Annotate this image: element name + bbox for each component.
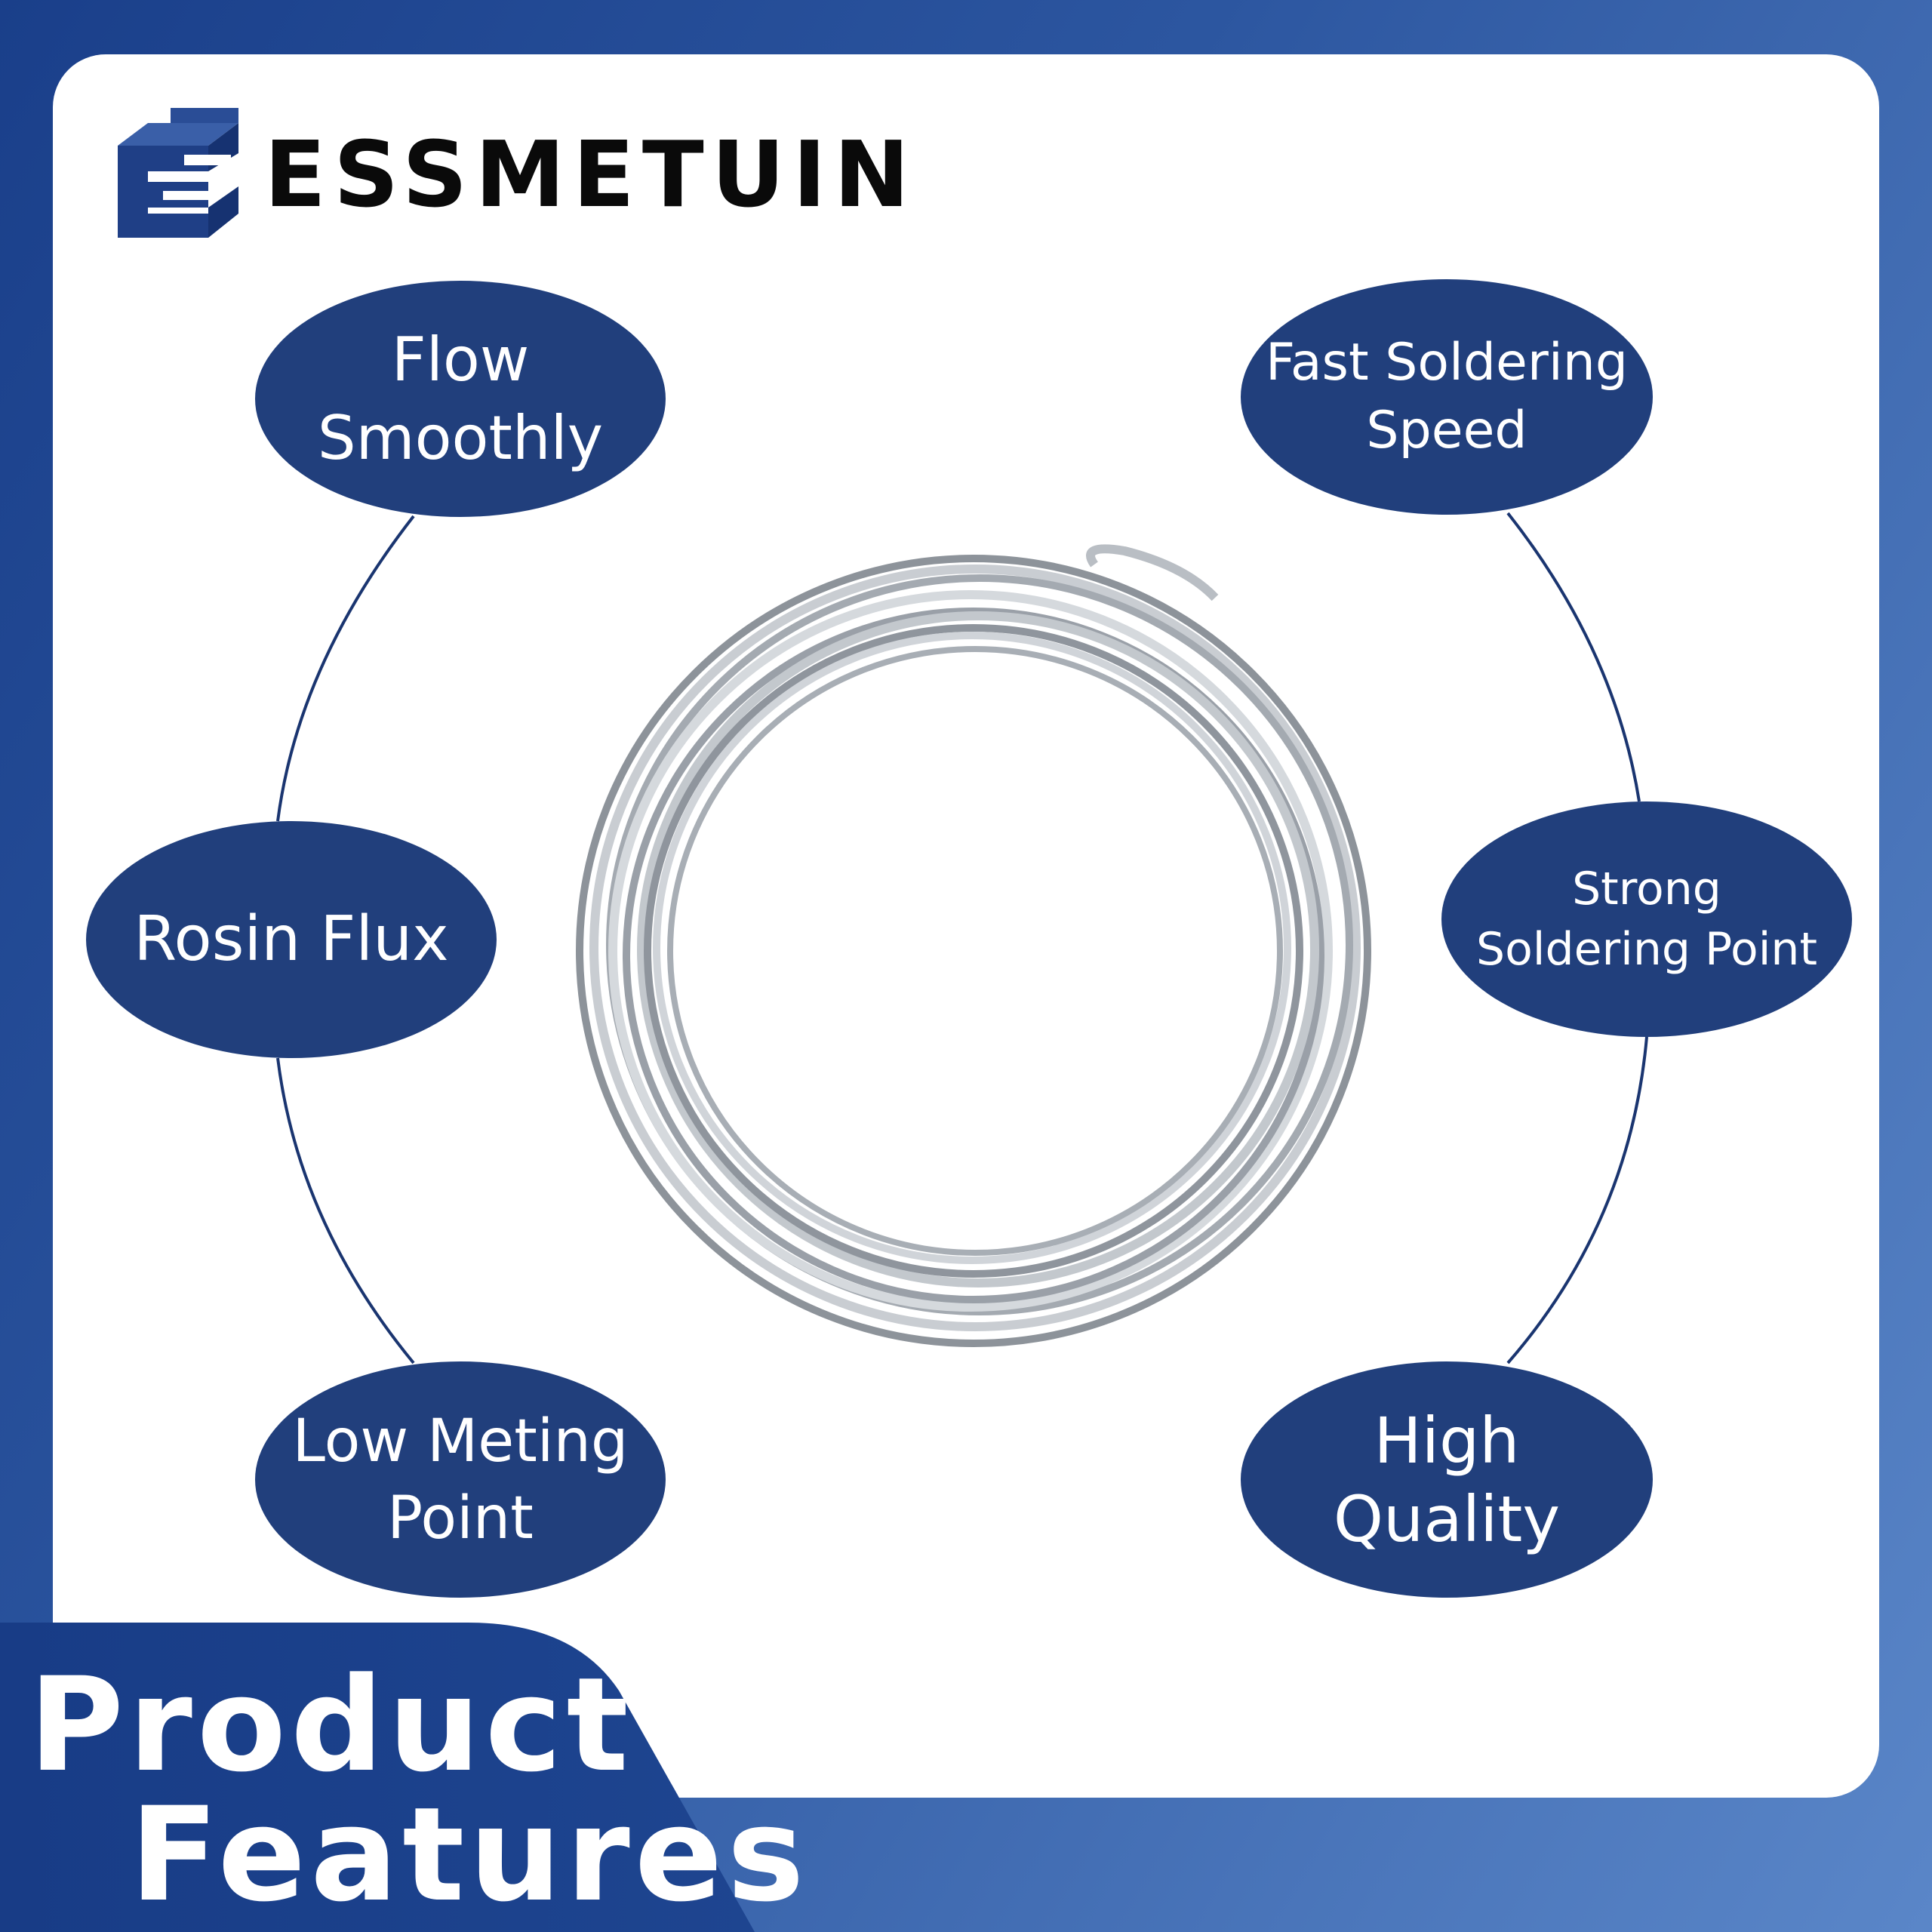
solder-wire-coil [576, 544, 1371, 1347]
feature-text: Fast Soldering [1265, 333, 1629, 392]
feature-text: Smoothly [317, 402, 604, 473]
feature-text: High [1374, 1403, 1520, 1478]
feature-rosin-flux: Rosin Flux [86, 821, 497, 1058]
banner-title-line1: Product [29, 1649, 633, 1801]
es-cube-logo-icon [118, 108, 238, 238]
feature-text: Low Meting [292, 1407, 629, 1475]
feature-text: Flow [391, 324, 530, 395]
feature-text: Quality [1333, 1481, 1561, 1556]
brand-name: ESSMETUIN [264, 123, 918, 228]
feature-text: Strong [1572, 863, 1721, 915]
banner-title-line2: Features [130, 1779, 809, 1930]
feature-text: Soldering Point [1476, 923, 1817, 976]
feature-text: Point [387, 1484, 534, 1552]
feature-text: Rosin Flux [134, 903, 449, 975]
banner-shape [0, 1623, 755, 1932]
feature-text: Speed [1366, 401, 1527, 460]
